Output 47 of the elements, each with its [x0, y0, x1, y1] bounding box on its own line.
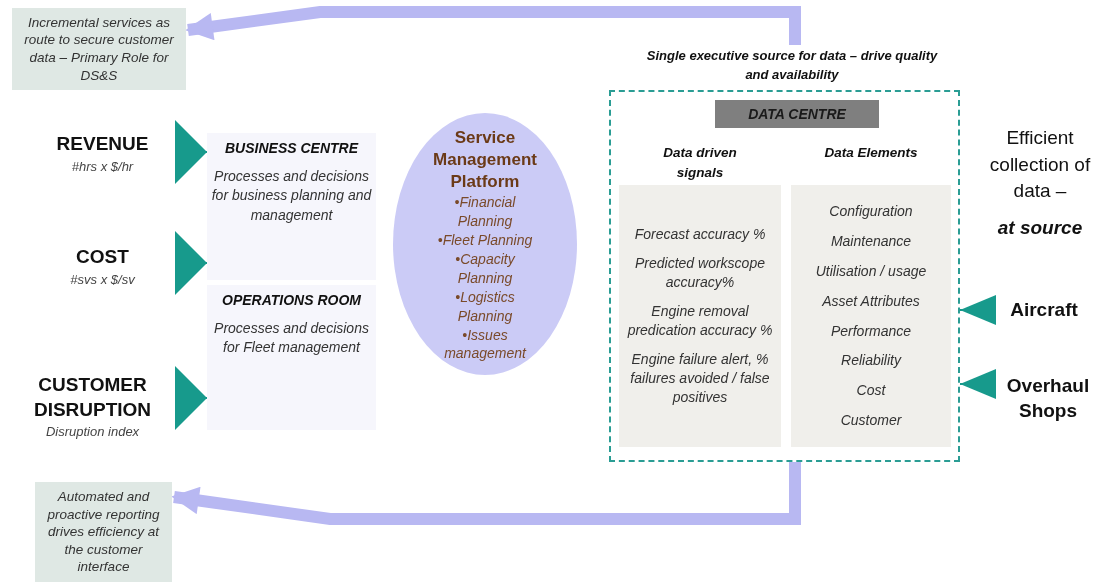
room-panel	[207, 285, 376, 430]
panel-heading: BUSINESS CENTRE	[225, 139, 358, 158]
bullet-item: •Logistics Planning	[454, 287, 516, 326]
list-item: Asset Attributes	[822, 291, 920, 311]
chevron-arrow	[174, 366, 208, 430]
list-item: Forecast accuracy %	[634, 225, 766, 245]
frame-heading: Single executive source for data – drive quality and availability	[645, 47, 939, 84]
chevron-arrow	[174, 120, 208, 184]
title-bar: DATA CENTRE	[715, 100, 879, 128]
column-heading: Data driven signals	[662, 144, 738, 182]
metric-formula: Disruption index	[45, 424, 140, 440]
list-item: Configuration	[829, 201, 913, 221]
list-item: Predicted workscope accuracy%	[634, 254, 766, 293]
metric-heading: COST	[76, 245, 129, 270]
column-heading: Data Elements	[823, 144, 919, 162]
note-box: Incremental services as route to secure customer data – Primary Role for DS&S	[12, 8, 186, 90]
feedback-arrow	[185, 6, 801, 45]
bullet-item: •Financial Planning	[453, 193, 517, 232]
metric-formula: #hrs x $/hr	[71, 158, 134, 174]
list-item: Reliability	[841, 351, 901, 371]
side-note: Efficient collection of data –	[988, 126, 1092, 204]
bullet-item: •Issues management	[443, 325, 528, 364]
metric-heading: CUSTOMER DISRUPTION	[32, 372, 153, 422]
chevron-arrow	[959, 369, 997, 399]
note-box: Automated and proactive reporting drives efficiency at the customer interface	[35, 482, 172, 582]
source-label: Aircraft	[1010, 297, 1078, 322]
source-label: Overhaul Shops	[1005, 374, 1091, 423]
list-item: Performance	[830, 321, 912, 341]
panel-heading: OPERATIONS ROOM	[222, 291, 361, 310]
chevron-arrow	[959, 295, 997, 325]
list-item: Engine failure alert, % failures avoided / false positives	[629, 349, 771, 407]
feedback-arrow	[171, 462, 801, 525]
bullet-item: •Capacity Planning	[454, 249, 517, 288]
metric-heading: REVENUE	[56, 132, 149, 157]
list-item: Utilisation / usage	[815, 261, 927, 281]
panel-description: Processes and decisions for Fleet management	[213, 318, 370, 358]
list-item: Maintenance	[830, 231, 912, 251]
side-note: at source	[996, 216, 1084, 240]
list-item: Customer	[840, 411, 902, 431]
chevron-arrow	[174, 231, 208, 295]
platform-title: Service Management Platform	[432, 127, 538, 194]
room-panel	[207, 133, 376, 280]
bullet-item: •Fleet Planning	[436, 231, 534, 250]
metric-formula: #svs x $/sv	[70, 271, 135, 287]
panel-description: Processes and decisions for business planning and management	[211, 166, 372, 225]
list-item: Engine removal predication accuracy %	[626, 302, 774, 340]
list-item: Cost	[856, 381, 886, 401]
